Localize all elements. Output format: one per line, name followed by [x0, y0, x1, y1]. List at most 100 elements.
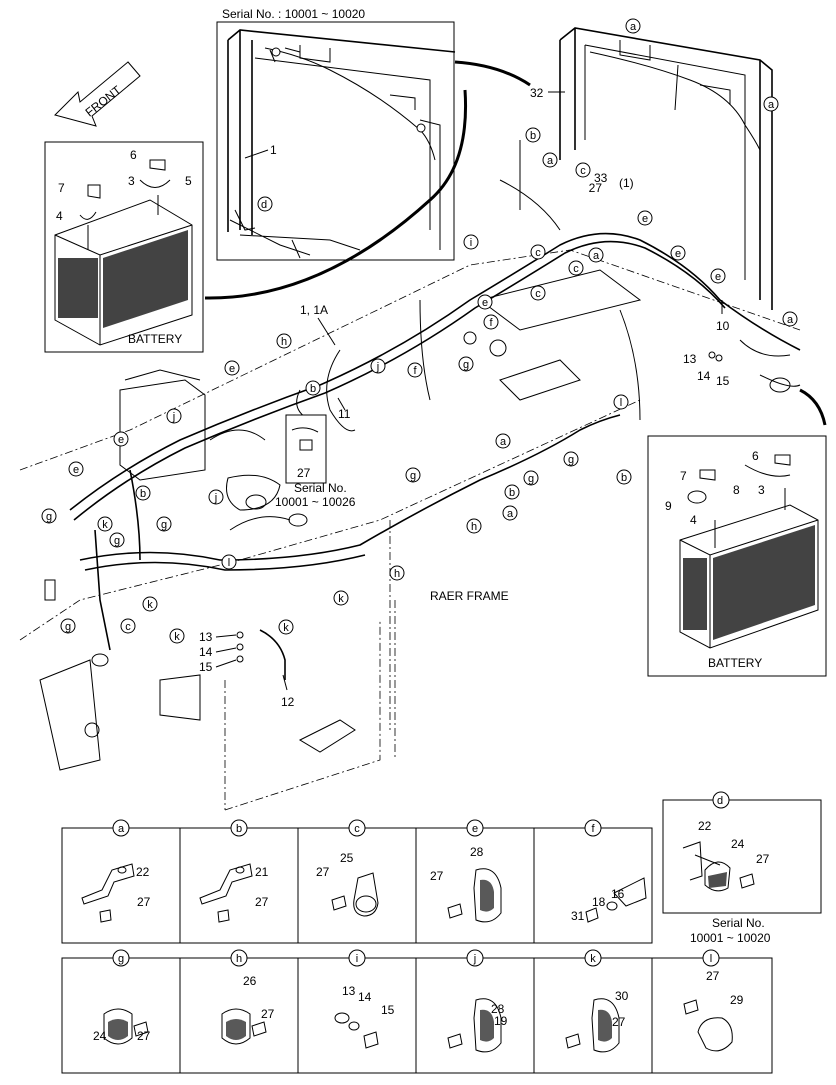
letter-callout-text: g	[463, 359, 469, 371]
letter-callout-k: k	[142, 596, 158, 612]
callout-swoop-top	[454, 60, 531, 87]
letter-callout-text: f	[489, 317, 493, 329]
letter-callout-text: c	[535, 247, 541, 259]
battery-left-num-4: 4	[56, 209, 63, 223]
battery-right-num-4: 4	[690, 513, 697, 527]
detail-panel-letter-circle	[584, 819, 602, 837]
letter-callout-b: b	[504, 484, 520, 500]
letter-callout-text: k	[174, 631, 180, 643]
callout-13: 13	[683, 352, 697, 366]
letter-callout-a: a	[542, 152, 558, 168]
detail-panel-part-g-27: 27	[137, 1029, 151, 1043]
callout-27: 27	[589, 181, 603, 195]
battery-right-inset: 7 6 9 8 3 4 BATTERY	[647, 435, 827, 677]
letter-callout-text: e	[118, 434, 124, 446]
letter-callout-text: k	[102, 519, 108, 531]
detail-d-serial-1: Serial No.	[712, 916, 765, 930]
battery-right-num-8: 8	[733, 483, 740, 497]
detail-panel-part-j-28: 28	[491, 1002, 505, 1016]
detail-panel-part-i-13: 13	[342, 984, 356, 998]
letter-callout-c: c	[530, 285, 546, 301]
detail-panel-letter: k	[590, 953, 596, 965]
letter-callout-l: l	[221, 554, 237, 570]
battery-left-num-3: 3	[128, 174, 135, 188]
letter-callout-text: e	[715, 271, 721, 283]
detail-panel-part-j-19: 19	[494, 1014, 508, 1028]
top-inset-callout: 1	[270, 143, 277, 157]
letter-callout-text: k	[283, 622, 289, 634]
detail-panel-sketch	[334, 1012, 379, 1049]
letter-callout-c: c	[530, 244, 546, 260]
letter-callout-k: k	[169, 628, 185, 644]
detail-panel-part-b-27: 27	[255, 895, 269, 909]
detail-panel-letter-circle	[702, 949, 720, 967]
letter-callout-text: h	[471, 521, 477, 533]
detail-panel-letter-circle	[230, 819, 248, 837]
letter-callout-b: b	[525, 127, 541, 143]
letter-callout-f: f	[483, 314, 499, 330]
detail-panel-part-k-30: 30	[615, 989, 629, 1003]
battery-left-grille	[58, 230, 188, 328]
detail-panel-letter: f	[591, 823, 595, 835]
letter-callout-j: j	[166, 408, 182, 424]
detail-panel-sketch	[221, 1008, 267, 1045]
callout-swoop-right	[799, 388, 827, 426]
letter-callout-h: h	[276, 333, 292, 349]
detail-panel-letter: h	[236, 953, 242, 965]
letter-callout-text: l	[228, 557, 230, 569]
detail-d-box: d 22 24 27 Serial No. 10001 ~ 10020	[662, 791, 822, 945]
detail-panel-letter: l	[710, 953, 712, 965]
detail-d-letter: d	[717, 795, 723, 807]
letter-callout-text: c	[573, 263, 579, 275]
battery-left-title: BATTERY	[128, 332, 182, 346]
detail-panel-sketch	[81, 863, 135, 923]
letter-callout-e: e	[68, 461, 84, 477]
frame-label: RAER FRAME	[430, 589, 509, 603]
letter-callout-text: g	[46, 511, 52, 523]
letter-callout-text: c	[535, 288, 541, 300]
detail-panel-letter-circle	[348, 949, 366, 967]
letter-callout-text: b	[509, 487, 515, 499]
letter-callout-l: l	[613, 394, 629, 410]
letter-callout-text: j	[376, 361, 379, 373]
battery-left-inset: 6 7 3 5 4 BATTERY	[44, 141, 204, 353]
detail-panel-letter: a	[118, 823, 125, 835]
letter-callout-text: e	[675, 248, 681, 260]
letter-callout-k: k	[97, 516, 113, 532]
detail-panel-sketch	[683, 999, 733, 1052]
detail-panel-part-i-15: 15	[381, 1003, 395, 1017]
letter-callout-text: b	[530, 130, 536, 142]
detail-panel-part-e-28: 28	[470, 845, 484, 859]
detail-panel-letter-circle	[230, 949, 248, 967]
detail-d-part-24: 24	[731, 837, 745, 851]
detail-panel-letter-circle	[584, 949, 602, 967]
wire-harness	[69, 140, 801, 680]
battery-left-num-5: 5	[185, 174, 192, 188]
letter-callout-text: h	[394, 568, 400, 580]
callout-14: 14	[697, 369, 711, 383]
detail-panel-letter-circle	[466, 949, 484, 967]
detail-panel-letter-circle	[112, 819, 130, 837]
letter-callout-a: a	[782, 311, 798, 327]
letter-callout-text: k	[147, 599, 153, 611]
letter-callout-g: g	[563, 451, 579, 467]
detail-panel-sketch	[447, 868, 502, 923]
letter-callout-h: h	[389, 565, 405, 581]
letter-callout-e: e	[710, 268, 726, 284]
letter-callout-c: c	[575, 162, 591, 178]
battery-right-num-6: 6	[752, 449, 759, 463]
callout-11: 11	[338, 407, 351, 421]
top-inset-serial: Serial No. : 10001 ~ 10020	[222, 7, 365, 21]
letter-callout-text: h	[281, 336, 287, 348]
detail-panel-letter: i	[356, 953, 358, 965]
detail-panel-letter: c	[354, 823, 360, 835]
letter-callout-g: g	[458, 356, 474, 372]
callout-swoop-left	[204, 89, 468, 300]
